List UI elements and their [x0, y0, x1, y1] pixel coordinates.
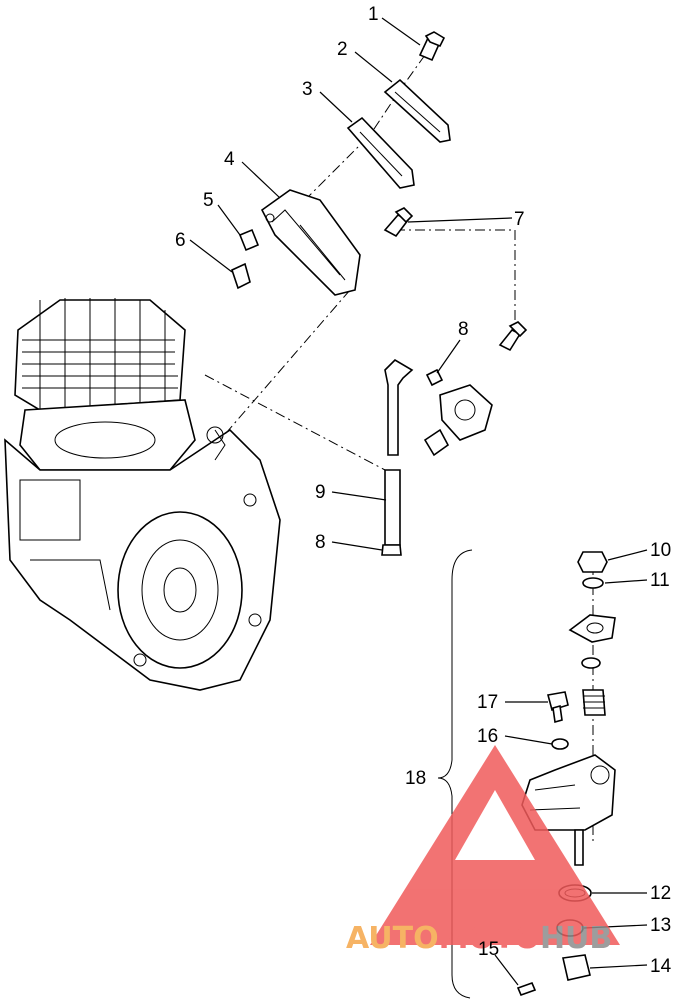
group-bracket-18 [437, 549, 473, 999]
callout-17: 17 [477, 692, 498, 713]
callout-4: 4 [224, 149, 235, 170]
engine-block [4, 298, 281, 691]
callout-6: 6 [175, 230, 186, 251]
bolt-part-1 [418, 31, 446, 62]
watermark-text-auto: AUTO [346, 921, 439, 956]
callout-9: 9 [315, 482, 326, 503]
oil-pump-assembly [384, 358, 493, 457]
housing-part-4 [260, 189, 361, 296]
clamp-part-8-lower [381, 544, 402, 556]
hose-part-9 [384, 469, 401, 546]
svg-text:AUTOMOTOHUB: AUTOMOTOHUB [346, 921, 612, 956]
callout-8-upper: 8 [458, 319, 469, 340]
callout-labels: 1 2 3 4 5 6 7 8 9 8 10 11 17 16 18 12 13… [175, 4, 672, 977]
watermark-text-hub: HUB [540, 921, 612, 956]
callout-14: 14 [650, 956, 672, 977]
callout-1: 1 [368, 4, 379, 25]
watermark: AUTOMOTOHUB [346, 745, 620, 956]
callout-5: 5 [203, 190, 214, 211]
callout-2: 2 [337, 39, 348, 60]
screw-part-7-upper [383, 207, 414, 238]
cover-plate-part-2 [383, 78, 451, 143]
callout-10: 10 [650, 540, 671, 561]
callout-12: 12 [650, 883, 671, 904]
callout-16: 16 [477, 726, 498, 747]
callout-8-lower: 8 [315, 532, 326, 553]
watermark-triangle-logo [370, 745, 620, 945]
callout-15: 15 [478, 939, 499, 960]
fitting-part-5 [238, 228, 260, 252]
callout-18: 18 [405, 768, 426, 789]
gasket-part-3 [346, 116, 415, 189]
callout-7: 7 [514, 209, 525, 230]
callout-11: 11 [650, 570, 670, 591]
callout-13: 13 [650, 915, 671, 936]
screw-part-7-lower [498, 321, 528, 352]
sleeve-part-6 [231, 262, 251, 290]
callout-3: 3 [302, 79, 313, 100]
watermark-text-moto: MOTO [439, 921, 540, 956]
